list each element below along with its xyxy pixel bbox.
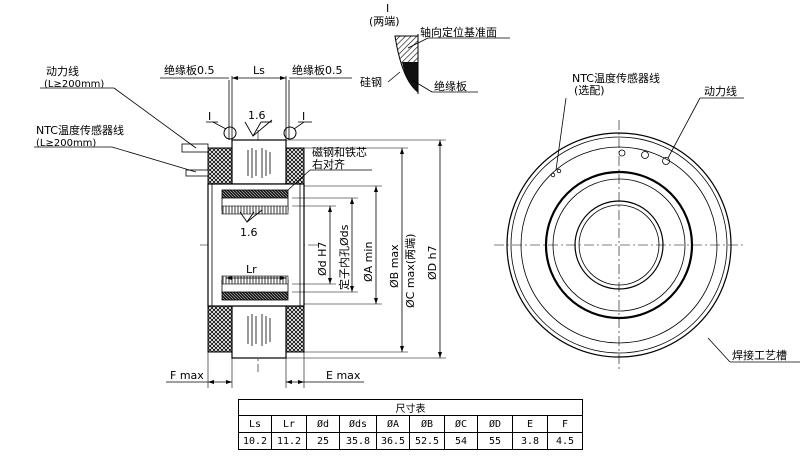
e-max-label: E max <box>326 369 361 382</box>
detail-mark: I <box>386 2 389 15</box>
table-value-cell: 35.8 <box>339 432 377 450</box>
bottom-right-end-winding <box>285 305 305 353</box>
table-header-cell: Ød <box>306 415 340 433</box>
insulation-right-label: 绝缘板0.5 <box>292 63 343 77</box>
ntc-cable <box>185 169 209 177</box>
top-left-end-winding <box>207 147 233 185</box>
section-view <box>34 76 446 388</box>
detail-ends-note: (两端) <box>369 15 400 28</box>
table-header-cell: ØC <box>444 415 478 433</box>
power-line-label-right: 动力线 <box>704 84 737 98</box>
table-header-cell: E <box>512 415 548 433</box>
detail-i: I (两端) 轴向定位基准面 硅钢 绝缘板 <box>360 2 510 94</box>
dia-a-label: ØA min <box>362 242 375 282</box>
table-value-cell: 54 <box>444 432 478 450</box>
stator-bore-circle <box>544 170 694 320</box>
table-header-cell: ØB <box>409 415 445 433</box>
power-line-length: (L≥200mm) <box>44 79 104 90</box>
table-value-cell: 52.5 <box>409 432 445 450</box>
dia-dh-label: ØD h7 <box>426 245 439 280</box>
insulation-section <box>402 62 418 92</box>
detail-mark-right: I <box>302 110 305 123</box>
table-header-cell: ØA <box>376 415 410 433</box>
outer-circle <box>506 132 732 358</box>
table-value-cell: 55 <box>477 432 513 450</box>
axial-ref-label: 轴向定位基准面 <box>420 25 497 39</box>
silicon-steel-label: 硅钢 <box>360 76 382 89</box>
table-header-cell: Øds <box>339 415 377 433</box>
f-max-label: F max <box>170 369 204 382</box>
dia-d-label: Ød H7 <box>316 242 329 276</box>
rotor-magnet-top <box>221 189 289 199</box>
power-line-label: 动力线 <box>46 64 79 78</box>
top-stator-core <box>231 139 287 185</box>
roughness-bore: 1.6 <box>240 226 258 239</box>
table-header-cell: F <box>547 415 583 433</box>
ntc-optional-label: (选配) <box>574 84 605 97</box>
ntc-line-label: NTC温度传感器线 <box>36 123 124 137</box>
table-header-cell: ØD <box>477 415 513 433</box>
dimension-table-header-row: Ls Lr Ød Øds ØA ØB ØC ØD E F <box>238 415 583 433</box>
roughness-top: 1.6 <box>248 109 266 122</box>
lr-label: Lr <box>246 263 257 276</box>
table-header-cell: Ls <box>238 415 272 433</box>
magnet-align-label-1: 磁钢和铁芯 <box>312 145 367 159</box>
dimension-table: 尺寸表 Ls Lr Ød Øds ØA ØB ØC ØD E F 10.2 11… <box>238 399 583 450</box>
table-value-cell: 3.8 <box>512 432 548 450</box>
table-value-cell: 4.5 <box>547 432 583 450</box>
weld-groove-label: 焊接工艺槽 <box>732 348 787 362</box>
insulation-left-label: 绝缘板0.5 <box>164 63 215 77</box>
insulation-label: 绝缘板 <box>434 79 467 93</box>
table-value-cell: 36.5 <box>376 432 410 450</box>
dimension-table-title: 尺寸表 <box>238 399 583 416</box>
bottom-left-end-winding <box>207 305 233 353</box>
ntc-line-label-right: NTC温度传感器线 <box>572 71 660 85</box>
magnet-align-label-2: 右对齐 <box>312 157 345 171</box>
power-cable <box>181 143 209 153</box>
table-value-cell: 10.2 <box>238 432 272 450</box>
dia-b-label: ØB max <box>388 244 401 288</box>
ls-label: Ls <box>253 64 265 77</box>
detail-mark-left: I <box>208 110 211 123</box>
top-right-end-winding <box>285 147 305 185</box>
dimension-table-value-row: 10.2 11.2 25 35.8 36.5 52.5 54 55 3.8 4.… <box>238 432 583 450</box>
end-view <box>494 97 800 372</box>
rotor-magnet-bottom <box>221 291 289 301</box>
table-value-cell: 25 <box>306 432 340 450</box>
dia-c-label: ØC max(两端) <box>404 234 417 308</box>
table-value-cell: 11.2 <box>271 432 307 450</box>
bottom-stator-core <box>231 305 287 359</box>
table-header-cell: Lr <box>271 415 307 433</box>
rotor-bore-circle <box>574 200 664 290</box>
ntc-line-length: (L≥200mm) <box>36 138 96 149</box>
dia-ds-label: 定子内孔Øds <box>337 224 351 290</box>
